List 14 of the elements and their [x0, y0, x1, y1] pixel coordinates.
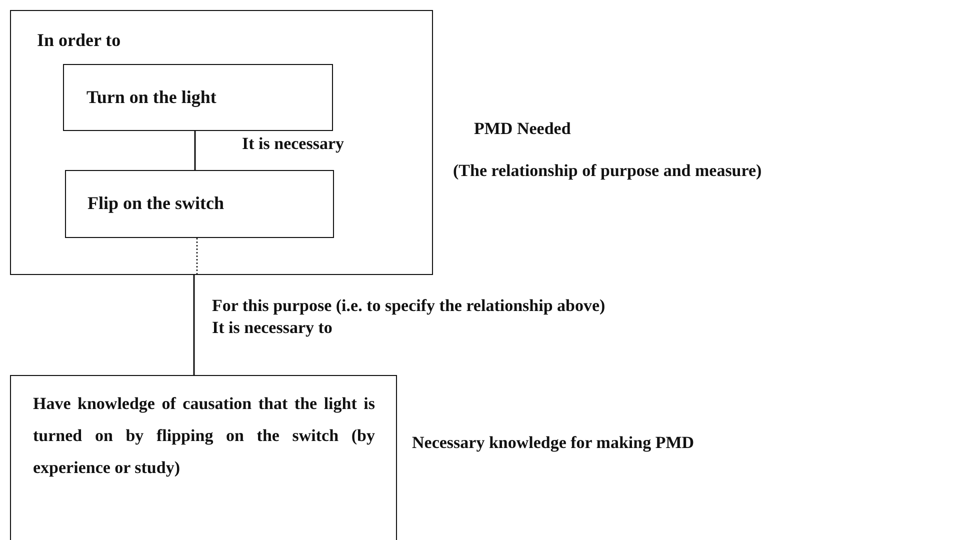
step-box [64, 170, 334, 238]
side-note: PMD Needed [474, 118, 571, 140]
connector-line [194, 131, 196, 170]
knowledge-box [10, 375, 397, 540]
dotted-connector [196, 238, 198, 275]
box-text: Turn on the light [86, 86, 216, 108]
connector-line [193, 275, 195, 375]
group-box [10, 10, 433, 275]
box-text: Flip on the switch [88, 192, 224, 214]
side-note: (The relationship of purpose and measure) [453, 160, 762, 182]
side-note: Necessary knowledge for making PMD [412, 432, 694, 454]
step-box [62, 64, 332, 130]
box-text: Have knowledge of causation that the light is turned on by flipping on the switch (by experience or study) [33, 393, 375, 479]
group-heading: In order to [37, 29, 121, 51]
